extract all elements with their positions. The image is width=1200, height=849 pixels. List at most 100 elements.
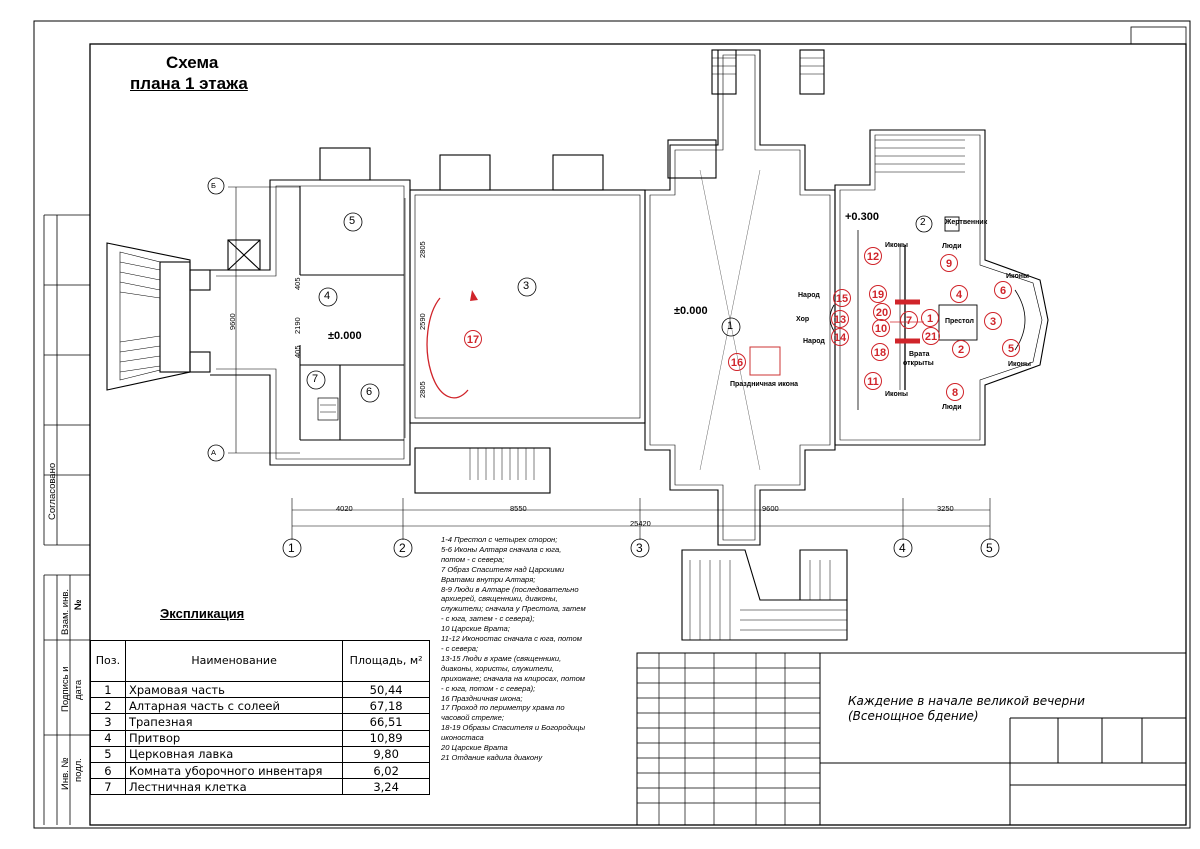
cell-area: 10,89 — [342, 729, 430, 747]
marker-16: 16 — [728, 353, 746, 371]
marker-label: 9 — [946, 258, 952, 270]
marker-15: 15 — [833, 289, 851, 307]
room-5: 5 — [349, 215, 356, 227]
level-pritvor: ±0.000 — [328, 330, 362, 342]
cell-name: Притвор — [124, 729, 344, 747]
label-narod-bottom: Народ — [803, 338, 825, 345]
marker-label: 16 — [731, 357, 743, 369]
cell-pos: 3 — [90, 713, 126, 731]
marker-4: 4 — [950, 285, 968, 303]
label-ikona: Праздничная икона — [730, 381, 799, 388]
room-6: 6 — [366, 386, 373, 398]
note-line: потом - с севера; — [441, 554, 505, 564]
marker-circle — [869, 285, 887, 303]
axis-bubbles — [207, 177, 1000, 558]
outer-frame — [33, 20, 1191, 829]
cell-area: 3,24 — [342, 778, 430, 796]
axis-b: Б — [211, 181, 216, 190]
marker-label: 5 — [1008, 343, 1014, 355]
marker-10: 10 — [872, 319, 890, 337]
side-label-inv: Инв. № — [60, 757, 71, 790]
marker-label: 13 — [834, 314, 846, 326]
side-label-vzam-no: № — [73, 599, 84, 610]
marker-14: 14 — [831, 328, 849, 346]
marker-label: 11 — [867, 376, 879, 388]
marker-circle — [864, 372, 882, 390]
label-lyudi-top: Люди — [942, 243, 962, 250]
note-line: прихожане; сначала на клиросах, потом — [441, 673, 585, 683]
label-ikony-r2: Иконы — [1008, 361, 1031, 368]
side-label-sign: Подпись и — [60, 666, 71, 712]
marker-label: 12 — [867, 251, 879, 263]
cell-area: 67,18 — [342, 697, 430, 715]
note-line: 1-4 Престол с четырех сторон; — [441, 535, 558, 544]
dim-trap-a: 2805 — [418, 241, 427, 258]
note-line: 13-15 Люди в храме (священники, — [441, 653, 562, 663]
dim-left-405a: 405 — [293, 277, 302, 290]
note-line: иконостаса — [441, 733, 484, 743]
cell-name: Комната уборочного инвентаря — [124, 761, 344, 780]
room-4: 4 — [324, 290, 331, 302]
dim-left-9600: 9600 — [228, 313, 237, 330]
cell-area: 6,02 — [342, 761, 430, 780]
marker-circle — [994, 281, 1012, 299]
note-line: 10 Царские Врата; — [441, 624, 510, 634]
marker-21: 21 — [922, 327, 940, 345]
note-line: 20 Царские Врата — [441, 743, 508, 753]
marker-circle — [900, 311, 918, 329]
title-line2: плана 1 этажа — [130, 74, 248, 93]
label-vrata2: открыты — [903, 360, 934, 367]
marker-circle — [872, 319, 890, 337]
cell-area: 50,44 — [342, 680, 430, 699]
marker-7: 7 — [900, 311, 918, 329]
marker-label: 1 — [927, 313, 933, 325]
label-lyudi-bottom: Люди — [942, 404, 962, 411]
marker-circle — [922, 327, 940, 345]
marker-17: 17 — [464, 330, 482, 348]
marker-label: 14 — [834, 332, 847, 344]
room-2: 2 — [920, 217, 926, 228]
side-label-inv2: подл. — [73, 758, 84, 782]
dimension-lines — [228, 186, 991, 540]
left-strip — [43, 214, 90, 825]
marker-circle — [831, 328, 849, 346]
title-block — [636, 652, 1187, 826]
note-line: 5-6 Иконы Алтаря сначала с юга, — [441, 544, 562, 554]
marker-13: 13 — [831, 310, 849, 328]
marker-circle — [984, 312, 1002, 330]
side-label-agreed: Согласовано — [47, 462, 58, 520]
dim-9600: 9600 — [762, 504, 779, 513]
th-pos: Поз. — [90, 640, 126, 682]
dim-total: 25420 — [630, 519, 651, 528]
cell-pos: 5 — [90, 745, 126, 763]
title-line1: Схема — [166, 53, 219, 72]
label-hor: Хор — [796, 316, 810, 323]
note-line: 8-9 Люди в Алтаре (последовательно — [441, 584, 579, 594]
marker-label: 18 — [874, 347, 886, 359]
note-line: Вратами внутри Алтаря; — [441, 574, 536, 584]
marker-3: 3 — [984, 312, 1002, 330]
side-label-vzam: Взам. инв. — [60, 588, 71, 635]
marker-19: 19 — [869, 285, 887, 303]
marker-9: 9 — [940, 254, 958, 272]
marker-label: 6 — [1000, 285, 1006, 297]
cell-name: Церковная лавка — [124, 745, 344, 763]
marker-label: 15 — [836, 293, 848, 305]
marker-label: 4 — [956, 289, 963, 301]
label-narod-top: Народ — [798, 292, 820, 299]
marker-circle — [921, 309, 939, 327]
marker-5: 5 — [1002, 339, 1020, 357]
marker-label: 17 — [467, 334, 479, 346]
cell-pos: 6 — [90, 761, 126, 780]
cell-name: Алтарная часть с солеей — [124, 697, 344, 715]
cell-name: Лестничная клетка — [124, 778, 344, 796]
legend-notes: 1-4 Престол с четырех сторон; 5-6 Иконы … — [441, 535, 633, 763]
marker-18: 18 — [871, 343, 889, 361]
marker-20: 20 — [873, 303, 891, 321]
